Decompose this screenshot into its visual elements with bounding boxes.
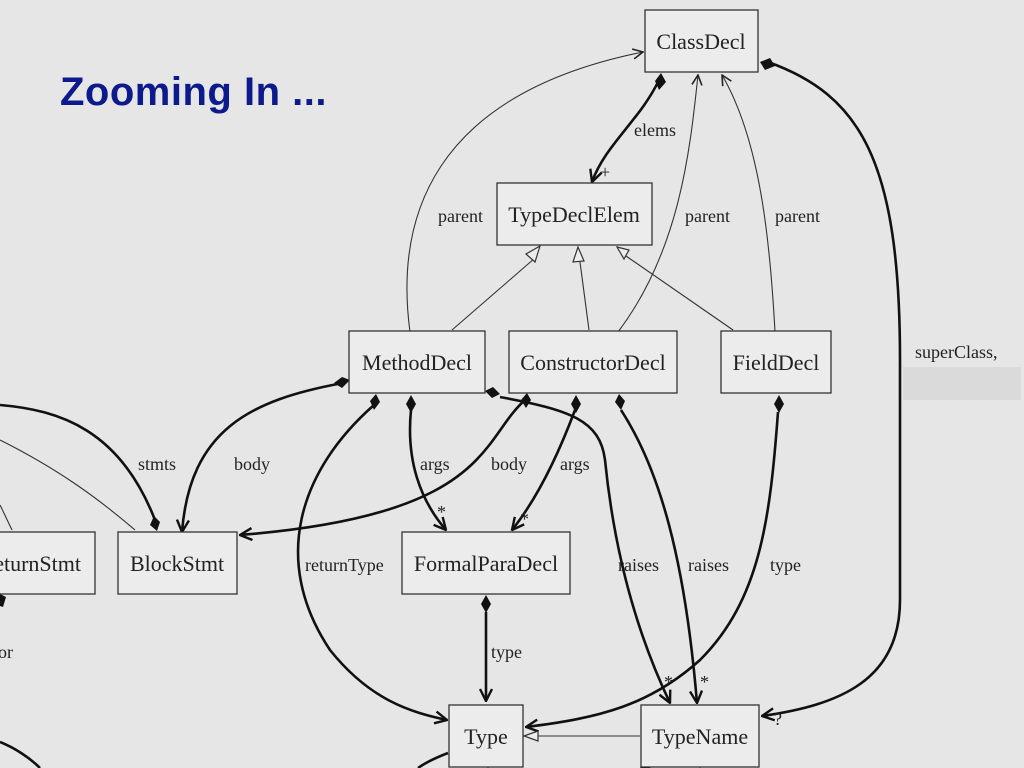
node-constructordecl-label: ConstructorDecl	[520, 350, 665, 375]
label-args-constructor: args	[560, 454, 590, 474]
label-body-constructor: body	[491, 454, 527, 474]
label-superclass: superClass,	[915, 342, 998, 362]
edge-bottom-left	[0, 740, 41, 768]
slide-title: Zooming In ...	[60, 70, 327, 114]
node-formalparadecl: FormalParaDecl	[401, 531, 571, 595]
label-partial-or: or	[0, 642, 13, 662]
mult-elems-plus: +	[600, 162, 610, 182]
node-type: Type	[448, 704, 524, 768]
node-fielddecl-label: FieldDecl	[733, 350, 820, 375]
raises-method-diamond	[485, 387, 500, 398]
label-body-method: body	[234, 454, 270, 474]
edge-type-field	[526, 411, 780, 727]
edge-raises-constructor	[619, 409, 697, 703]
body-method-diamond	[334, 377, 350, 388]
edge-body-method	[182, 381, 344, 532]
edge-args-constructor	[512, 409, 577, 530]
mult-superclass-optional: ?	[774, 709, 782, 729]
label-args-method: args	[420, 454, 450, 474]
mult-args-method: *	[437, 502, 446, 522]
type-formalpara-diamond	[481, 595, 491, 613]
node-classdecl: ClassDecl	[644, 9, 759, 73]
edge-parent-constructor	[617, 75, 698, 333]
edge-inherit-method	[451, 257, 536, 331]
superclass-diamond	[760, 58, 775, 70]
node-returnstmt-label: eturnStmt	[0, 551, 81, 576]
elems-diamond	[655, 73, 666, 90]
label-returntype: returnType	[305, 555, 384, 575]
node-type-label: Type	[464, 724, 508, 749]
node-typedeclelem: TypeDeclElem	[496, 182, 653, 246]
edge-stmts-thin	[0, 439, 136, 531]
edge-elems	[592, 79, 661, 182]
edge-inherit-field	[625, 255, 734, 331]
edge-parent-field	[722, 75, 776, 333]
node-methoddecl-label: MethodDecl	[362, 350, 472, 375]
mult-raises-constructor: *	[700, 672, 709, 692]
edge-body-constructor	[240, 399, 526, 535]
body-constructor-diamond	[521, 393, 531, 408]
inherit-triangle-field	[615, 246, 630, 261]
node-typedeclelem-label: TypeDeclElem	[508, 202, 640, 227]
edge-bottom-type	[417, 751, 449, 768]
edge-left-thin	[0, 504, 13, 531]
label-parent-field: parent	[775, 206, 820, 226]
node-blockstmt: BlockStmt	[117, 531, 238, 595]
label-parent-constructor: parent	[685, 206, 730, 226]
node-blockstmt-label: BlockStmt	[130, 551, 224, 576]
node-methoddecl: MethodDecl	[348, 330, 486, 394]
node-constructordecl: ConstructorDecl	[508, 330, 678, 394]
edge-args-method	[408, 409, 446, 530]
label-parent-method: parent	[438, 206, 483, 226]
typename-type-triangle	[522, 730, 539, 742]
mult-raises-method: *	[664, 672, 673, 692]
highlight-strip	[903, 367, 1021, 400]
node-returnstmt: eturnStmt	[0, 531, 96, 595]
node-fielddecl: FieldDecl	[720, 330, 832, 394]
label-type-field: type	[770, 555, 801, 575]
label-raises-constructor: raises	[688, 555, 729, 575]
node-typename: TypeName	[640, 704, 760, 768]
args-constructor-diamond	[571, 395, 581, 413]
args-method-diamond	[406, 395, 416, 413]
node-formalparadecl-label: FormalParaDecl	[414, 551, 558, 576]
edge-returntype	[296, 404, 447, 720]
label-type-formalpara: type	[491, 642, 522, 662]
edge-stmts	[0, 403, 157, 521]
raises-constructor-diamond	[615, 394, 625, 410]
type-field-diamond	[774, 395, 784, 413]
node-typename-label: TypeName	[652, 724, 748, 749]
returntype-diamond	[370, 394, 380, 410]
inherit-triangle-method	[524, 244, 542, 264]
edge-inherit-constructor	[579, 261, 590, 331]
mult-args-constructor: *	[520, 509, 529, 529]
edge-parent-method	[406, 52, 643, 333]
node-classdecl-label: ClassDecl	[656, 29, 745, 54]
edge-raises-method	[499, 395, 670, 703]
returnstmt-diamond	[0, 594, 6, 607]
inherit-triangle-constructor	[572, 245, 585, 263]
label-stmts: stmts	[138, 454, 176, 474]
label-raises-method: raises	[618, 555, 659, 575]
edge-superclass	[762, 60, 902, 716]
stmts-diamond	[150, 516, 160, 531]
label-elems: elems	[634, 120, 676, 140]
